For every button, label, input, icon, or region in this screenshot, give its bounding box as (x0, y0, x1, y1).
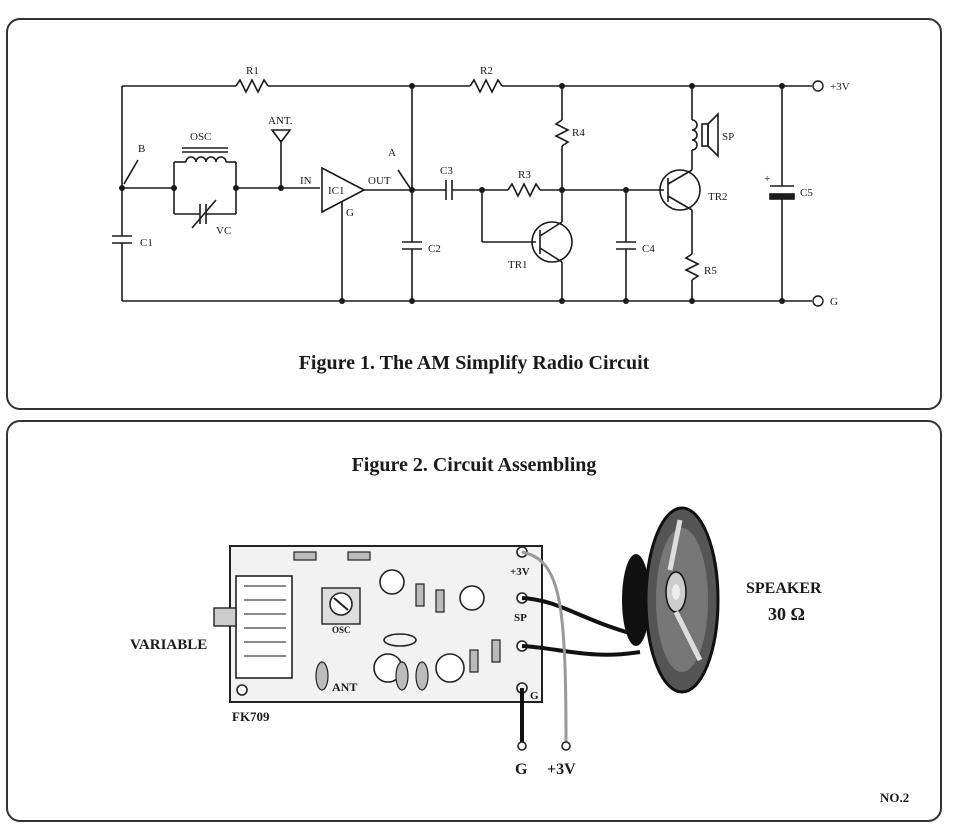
b-label: B (138, 143, 145, 155)
a-label: A (388, 147, 396, 159)
c5-plus-label: + (764, 173, 770, 185)
tr1-transistor (531, 221, 573, 263)
wire-g-label: G (515, 761, 528, 778)
r4-resistor (554, 119, 570, 147)
tr2-label: TR2 (708, 191, 728, 203)
r3-resistor (507, 182, 541, 198)
tr2-transistor (659, 169, 701, 211)
c4-label: C4 (642, 243, 655, 255)
ic-g-label: G (346, 207, 354, 219)
board-g-label: G (530, 690, 539, 702)
r2-label: R2 (480, 65, 493, 77)
r4-label: R4 (572, 127, 585, 139)
speaker-label: SPEAKER (746, 580, 822, 597)
board-osc-label: OSC (332, 625, 351, 635)
wire-3v-label: +3V (547, 761, 576, 778)
board-3v-label: +3V (510, 566, 530, 578)
r5-resistor (684, 253, 700, 281)
figure2-caption: Figure 2. Circuit Assembling (351, 454, 597, 476)
ic1-amplifier (321, 166, 366, 214)
c3-label: C3 (440, 165, 453, 177)
tr1-label: TR1 (508, 259, 528, 271)
speaker-value: 30 Ω (768, 604, 805, 624)
sp-coil (691, 119, 698, 151)
c5-label: C5 (800, 187, 813, 199)
ic1-label: IC1 (328, 185, 345, 197)
page-number: NO.2 (880, 790, 910, 805)
ant-label: ANT. (268, 115, 293, 127)
in-label: IN (300, 175, 312, 187)
ground-terminal (812, 295, 824, 307)
gnd-label: G (830, 296, 838, 308)
schematic-diagram: R1 R2 R4 R3 R5 OSC ANT. B A C1 C2 C3 C4 … (112, 65, 850, 308)
r1-label: R1 (246, 65, 259, 77)
vc-label: VC (216, 225, 231, 237)
osc-label: OSC (190, 131, 211, 143)
r2-resistor (469, 78, 503, 94)
board-sp-label: SP (514, 612, 527, 624)
plus3v-label: +3V (830, 81, 850, 93)
c1-label: C1 (140, 237, 153, 249)
figure1-panel (6, 18, 942, 410)
r5-label: R5 (704, 265, 717, 277)
out-label: OUT (368, 175, 391, 187)
board-ant-label: ANT (332, 680, 358, 694)
board-label: FK709 (232, 709, 270, 724)
r3-label: R3 (518, 169, 531, 181)
r1-resistor (235, 78, 269, 94)
sp-label: SP (722, 131, 734, 143)
osc-coil (185, 156, 227, 163)
variable-label: VARIABLE (130, 637, 208, 653)
c2-label: C2 (428, 243, 441, 255)
figure1-caption: Figure 1. The AM Simplify Radio Circuit (298, 352, 650, 374)
plus3v-terminal (812, 80, 824, 92)
